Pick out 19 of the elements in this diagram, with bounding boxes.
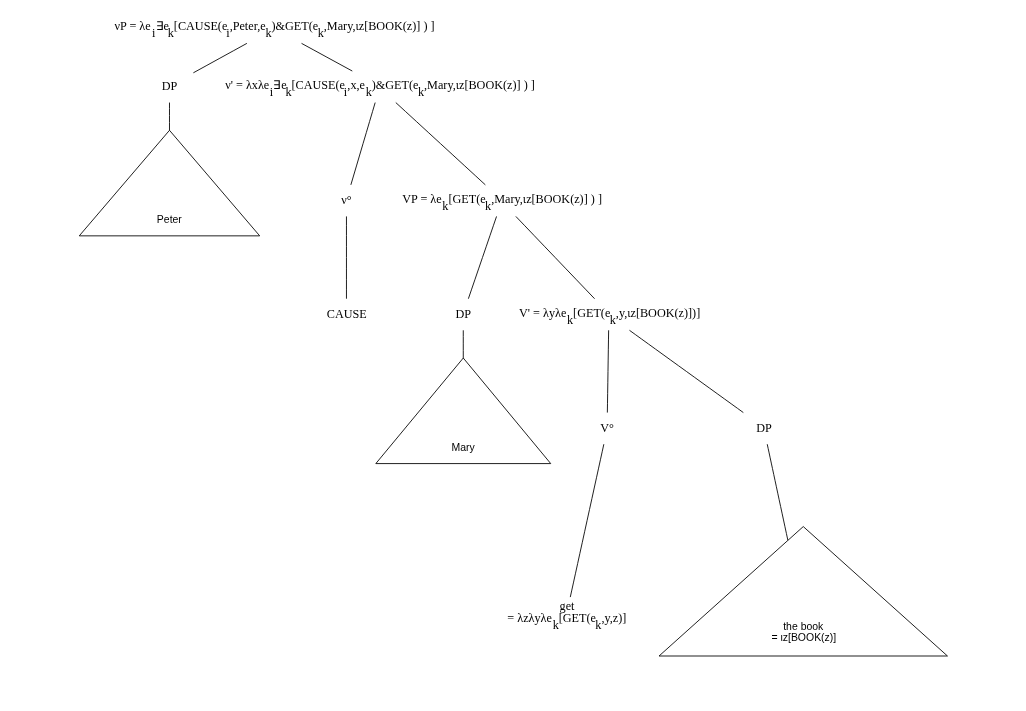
connector (766, 443, 788, 541)
connector (628, 329, 744, 413)
connector (462, 329, 464, 359)
connector (606, 329, 609, 413)
node-text: DP (755, 420, 772, 435)
connector (168, 102, 170, 131)
node-text: ν° (340, 192, 352, 207)
connector (300, 42, 353, 72)
connector (514, 216, 595, 300)
connector (394, 102, 486, 186)
connector (569, 443, 604, 598)
connector (192, 42, 247, 74)
connector (467, 216, 497, 300)
node-text: DP (454, 306, 471, 321)
connector (349, 102, 376, 186)
node-text: V° (599, 420, 614, 435)
node-text: DP (161, 79, 177, 94)
node-text: CAUSE (326, 306, 367, 321)
connector (345, 216, 347, 300)
